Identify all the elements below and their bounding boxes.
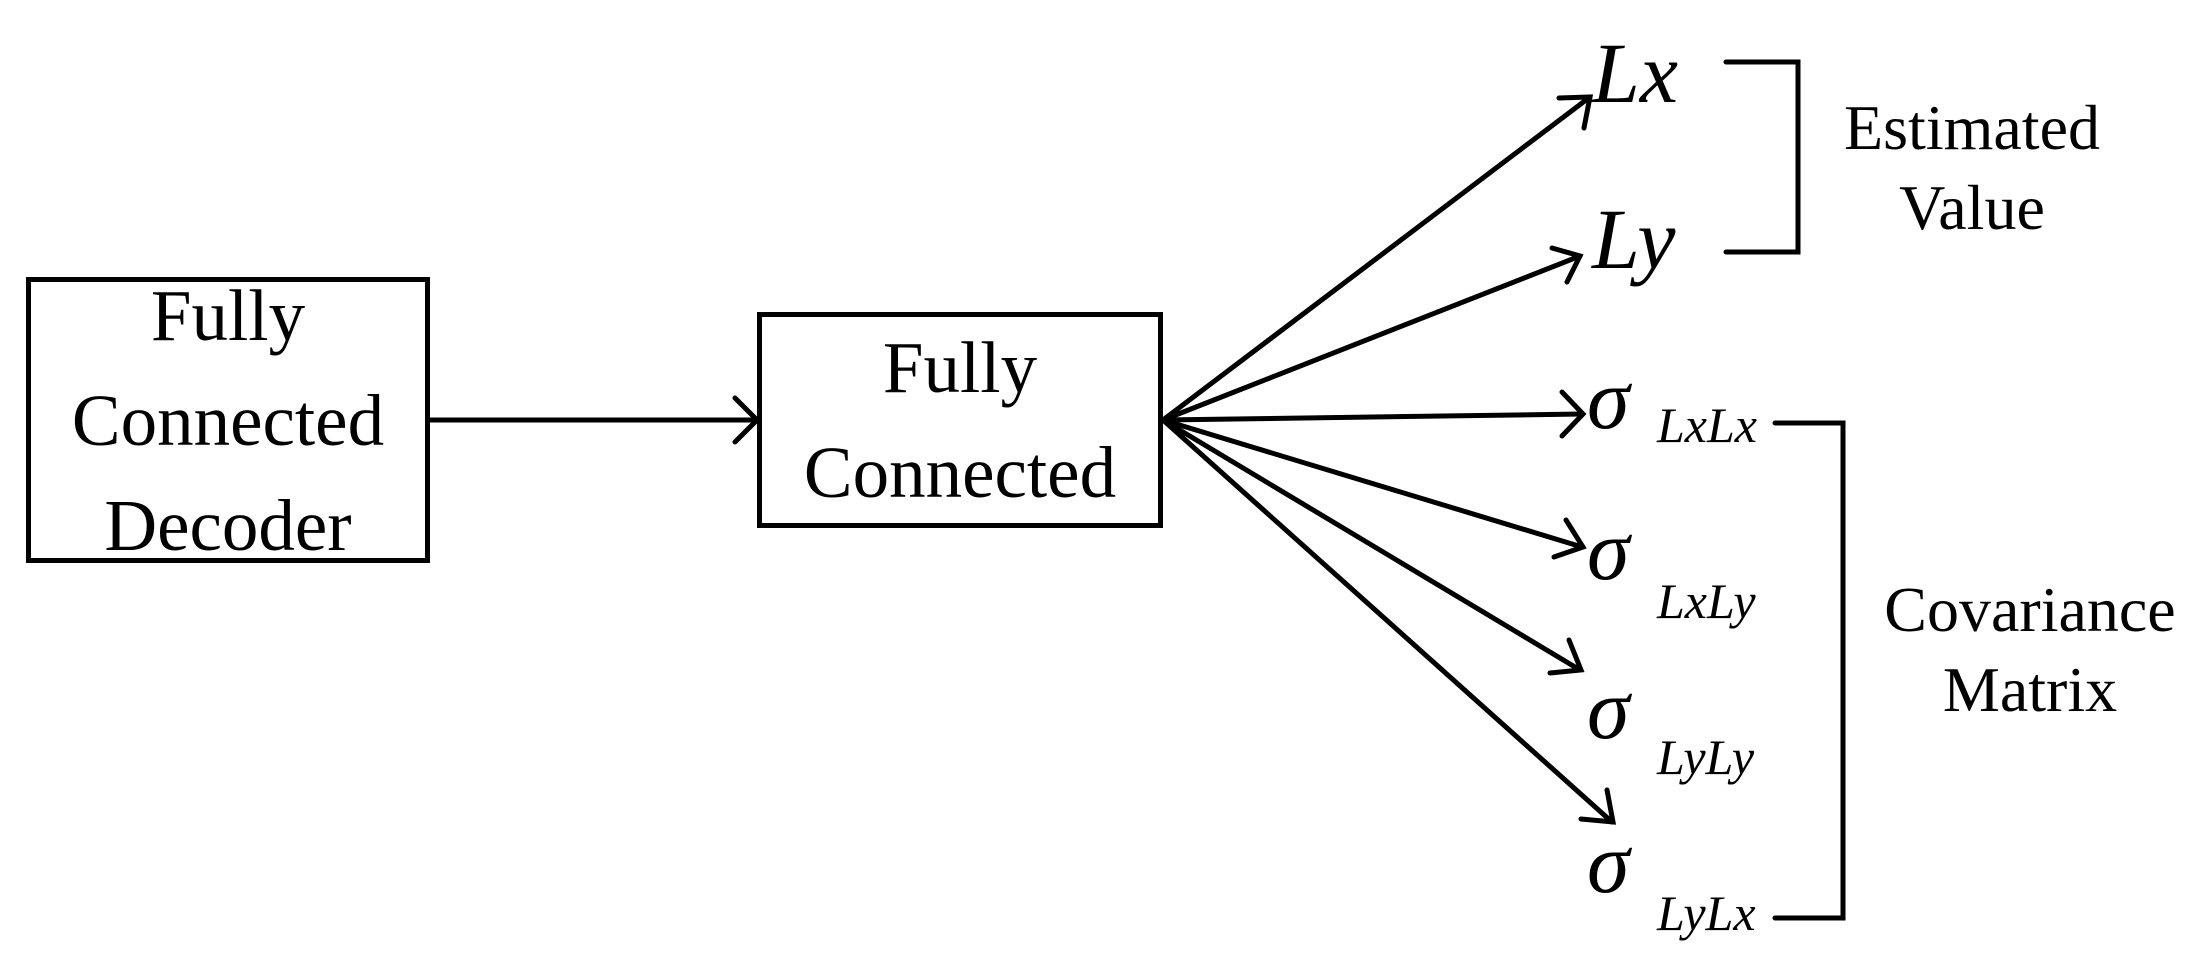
decoder-line-3: Decoder xyxy=(104,484,352,566)
covariance-matrix-line-2: Matrix xyxy=(1942,654,2118,725)
output-ly: Ly xyxy=(1592,191,1676,287)
fc-line-2: Connected xyxy=(803,432,1117,513)
fully-connected-decoder-box: Fully Connected Decoder xyxy=(26,275,430,566)
bracket-covariance-matrix xyxy=(1772,420,1846,921)
arrowhead-to-sigma-lyly xyxy=(1547,637,1585,676)
sigma-lxlx-subscript: LxLx xyxy=(1657,397,1757,453)
arrow-to-sigma-lyly xyxy=(1160,417,1583,673)
fc-line-1: Fully xyxy=(882,327,1038,408)
sigma-lylx-symbol: σ xyxy=(1587,815,1630,911)
sigma-lyly-subscript: LyLy xyxy=(1657,729,1755,785)
decoder-line-2: Connected xyxy=(71,379,385,461)
fully-connected-box: Fully Connected xyxy=(757,312,1163,528)
arrow-to-sigma-lylx xyxy=(1160,417,1615,825)
sigma-lxly-symbol: σ xyxy=(1587,502,1630,598)
bracket-estimated-value xyxy=(1723,59,1801,255)
sigma-lxlx-symbol: σ xyxy=(1587,351,1630,447)
sigma-lyly-symbol: σ xyxy=(1587,661,1630,757)
arrowhead-to-ly xyxy=(1549,245,1584,285)
arrow-to-sigma-lxly xyxy=(1160,417,1585,550)
covariance-matrix-label: Covariance Matrix xyxy=(1870,570,2190,730)
sigma-lxly-subscript: LxLy xyxy=(1657,573,1756,629)
arrowhead-to-sigma-lxly xyxy=(1551,517,1587,560)
covariance-matrix-line-1: Covariance xyxy=(1884,574,2176,645)
arrowhead-to-sigma-lxlx xyxy=(1559,389,1587,439)
output-lx: Lx xyxy=(1592,25,1678,121)
arrowhead-to-lx xyxy=(1556,94,1594,131)
estimated-value-line-2: Value xyxy=(1899,172,2045,243)
estimated-value-line-1: Estimated xyxy=(1844,92,2100,163)
sigma-lylx-subscript: LyLx xyxy=(1657,885,1756,941)
arrowhead-to-sigma-lylx xyxy=(1578,787,1617,825)
estimated-value-label: Estimated Value xyxy=(1822,88,2122,248)
decoder-line-1: Fully xyxy=(150,274,306,356)
arrow-to-lx xyxy=(1160,94,1593,423)
arrow-to-ly xyxy=(1160,253,1583,423)
arrow-to-sigma-lxlx xyxy=(1160,411,1585,423)
